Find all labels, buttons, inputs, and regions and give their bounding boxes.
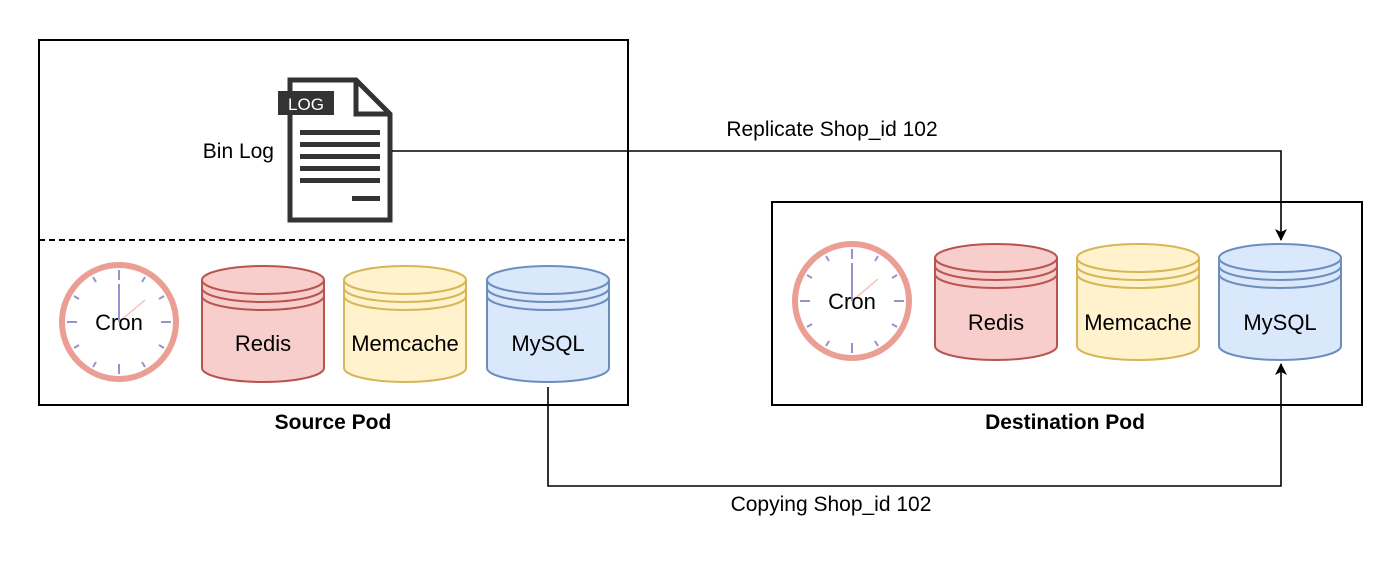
- destination-pod: Cron Redis Memcache MySQL: [771, 201, 1363, 406]
- destination-redis-cylinder: [934, 243, 1058, 361]
- log-file-icon: [278, 77, 393, 223]
- copying-label: Copying Shop_id 102: [731, 493, 932, 516]
- source-pod-frame: [38, 39, 629, 406]
- replicate-label: Replicate Shop_id 102: [726, 118, 937, 141]
- destination-mysql-label: MySQL: [1243, 310, 1316, 335]
- source-pod-title: Source Pod: [275, 411, 392, 434]
- destination-cron-label: Cron: [828, 289, 876, 314]
- source-memcache-cylinder: [343, 265, 467, 383]
- source-redis-cylinder: [201, 265, 325, 383]
- bin-log-label: Bin Log: [203, 140, 274, 163]
- source-cron-label: Cron: [95, 310, 143, 335]
- log-badge-text: LOG: [288, 95, 324, 114]
- source-pod: LOG Bin Log Cron: [38, 39, 629, 406]
- replicate-arrow: [392, 150, 1287, 241]
- copying-arrow: [547, 363, 1287, 487]
- source-clock-icon: [59, 262, 179, 382]
- destination-pod-frame: [771, 201, 1363, 406]
- source-mysql-cylinder: [486, 265, 610, 383]
- destination-pod-title: Destination Pod: [985, 411, 1145, 434]
- source-mysql-label: MySQL: [511, 331, 584, 356]
- destination-memcache-label: Memcache: [1084, 310, 1192, 335]
- source-memcache-label: Memcache: [351, 331, 459, 356]
- destination-memcache-cylinder: [1076, 243, 1200, 361]
- source-redis-label: Redis: [235, 331, 291, 356]
- destination-redis-label: Redis: [968, 310, 1024, 335]
- destination-clock-icon: [792, 241, 912, 361]
- destination-mysql-cylinder: [1218, 243, 1342, 361]
